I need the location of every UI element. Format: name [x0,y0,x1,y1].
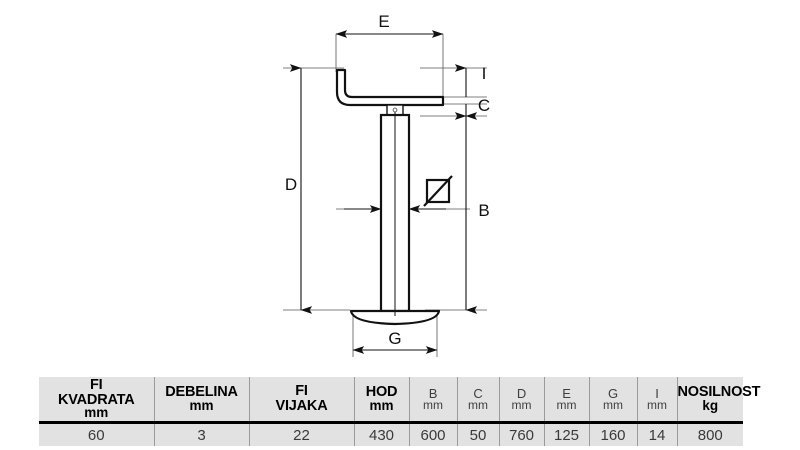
technical-drawing: E I C D B G [283,12,490,357]
dimension-label-C: C [478,96,490,115]
column-header-d: D mm [498,377,545,424]
spec-table: FI KVADRATA mm DEBELINA mm FI VIJAKA HOD [39,376,761,446]
header-title-line1: D [516,385,527,401]
column-header-debelina: DEBELINA mm [153,377,250,424]
bolt-hole [392,107,398,113]
cell-fi-kvadrata: 60 [39,422,155,446]
table-row: 60 3 22 430 600 50 760 125 160 14 800 [39,422,743,446]
column-header-i: I mm [636,377,678,424]
base-plate [349,309,441,326]
cell-hod: 430 [353,422,410,446]
header-title-line2: VIJAKA [275,398,328,414]
column-header-fi-vijaka: FI VIJAKA [248,377,355,424]
column-header-e: E mm [543,377,590,424]
cell-e: 125 [543,422,590,446]
header-unit: mm [84,405,109,421]
header-title-line1: I [655,385,659,401]
column-header-g: G mm [588,377,638,424]
cell-b: 600 [408,422,458,446]
header-title-line1: NOSILNOST [677,384,761,401]
spec-table-container: FI KVADRATA mm DEBELINA mm FI VIJAKA HOD [39,376,761,446]
bracket-profile [335,68,445,107]
header-unit: mm [556,398,577,412]
header-unit: mm [369,398,394,413]
column-header-hod: HOD mm [353,377,410,424]
header-unit: mm [423,398,443,412]
dimension-label-E: E [378,12,389,31]
cell-debelina: 3 [153,422,250,446]
cell-g: 160 [588,422,638,446]
column-header-c: C mm [456,377,500,424]
column-header-b: B mm [408,377,458,424]
dimension-label-B: B [478,201,489,220]
header-title-line1: DEBELINA [165,384,238,401]
dimension-label-I: I [482,64,487,83]
dimension-lines [289,30,478,354]
header-title-line1: C [473,385,483,401]
header-unit: mm [468,398,488,412]
cell-fi-vijaka: 22 [248,422,355,446]
header-title-line1: FI [90,376,103,393]
header-unit: mm [189,398,214,413]
diameter-symbol-icon [423,175,453,207]
table-header-row: FI KVADRATA mm DEBELINA mm FI VIJAKA HOD [39,376,761,424]
header-title-line1: G [608,385,618,401]
column-header-nosilnost: NOSILNOST kg [676,377,761,424]
cell-nosilnost: 800 [676,422,743,446]
header-unit: mm [603,398,623,412]
dimension-label-G: G [388,329,401,348]
dimension-label-D: D [285,175,297,194]
cell-c: 50 [456,422,500,446]
header-unit: kg [702,398,719,413]
header-title-line1: B [428,385,438,401]
header-title-line1: FI [295,383,308,400]
header-unit: mm [511,398,532,412]
header-unit: mm [647,398,667,412]
technical-drawing-svg: E I C D B G [283,12,490,357]
cell-i: 14 [636,422,678,446]
column-header-fi-kvadrata: FI KVADRATA mm [39,376,155,424]
cell-d: 760 [498,422,545,446]
header-title-line1: E [562,385,571,401]
header-title-line1: HOD [365,384,398,401]
header-title-line2: KVADRATA [57,391,135,408]
